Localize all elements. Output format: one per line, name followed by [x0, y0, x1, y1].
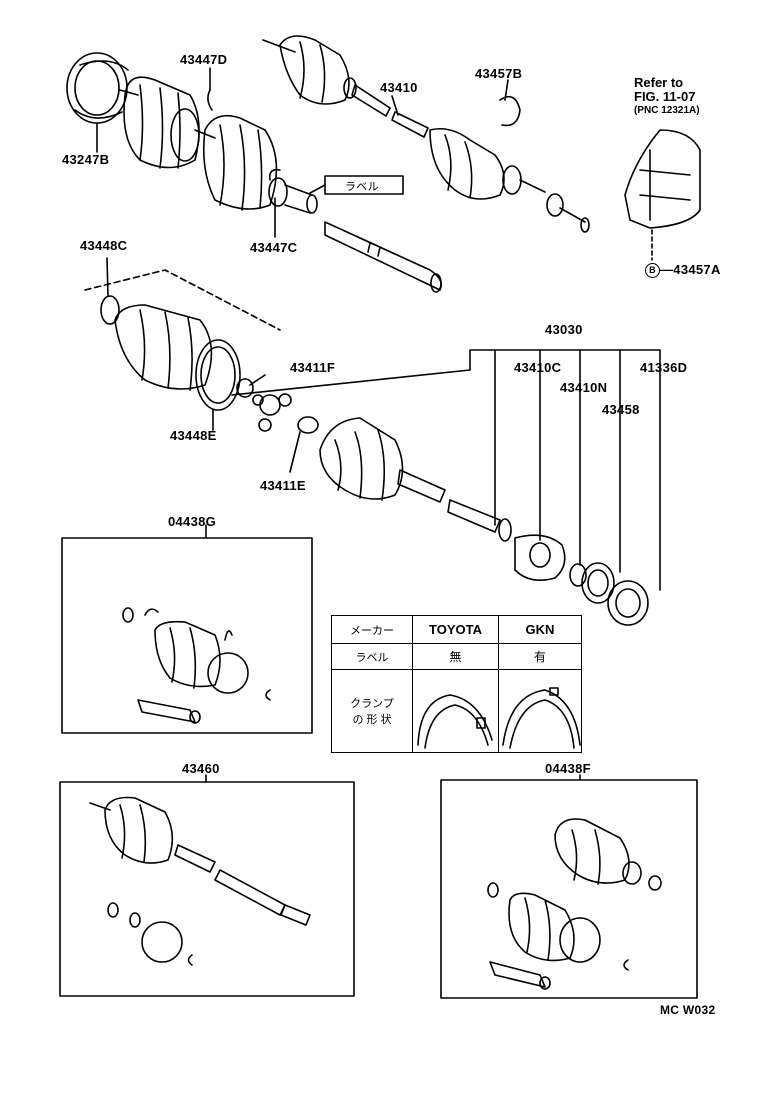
group-43030-leaders	[469, 349, 661, 591]
box-43460	[59, 774, 355, 997]
reference-line-3: (PNC 12321A)	[634, 105, 700, 116]
table-toyota-header: TOYOTA	[412, 615, 499, 644]
maker-spec-table: メーカー TOYOTA GKN ラベル 無 有 クランプ の 形 状	[331, 615, 582, 753]
part-label-41336D: 41336D	[640, 360, 688, 375]
inner-joint-shaft	[231, 369, 649, 626]
part-label-43411F: 43411F	[290, 360, 336, 375]
part-label-43457B: 43457B	[475, 66, 523, 81]
part-label-43411E: 43411E	[260, 478, 306, 493]
part-label-43460: 43460	[182, 761, 220, 776]
part-label-43247B: 43247B	[62, 152, 110, 167]
label-tag-box	[324, 175, 404, 195]
table-gkn-header: GKN	[498, 615, 582, 644]
table-maker-header: メーカー	[331, 615, 413, 644]
reference-note: Refer to FIG. 11-07 (PNC 12321A)	[634, 76, 700, 118]
leader-lines	[96, 67, 509, 473]
table-clamp-row-line-1: クランプ	[350, 698, 394, 710]
table-clamp-row-line-2: の 形 状	[352, 714, 392, 726]
bracket-reference	[624, 129, 701, 261]
outer-joint-assembly-top	[66, 52, 443, 293]
part-label-43447D: 43447D	[180, 52, 228, 67]
part-label-43448C: 43448C	[80, 238, 128, 253]
box-04438G	[61, 524, 313, 734]
shaft-assembly-43410	[262, 35, 590, 233]
part-label-43410N: 43410N	[560, 380, 608, 395]
part-label-43448E: 43448E	[170, 428, 217, 443]
part-label-43458: 43458	[602, 402, 640, 417]
reference-line-1: Refer to	[634, 75, 684, 90]
table-gkn-clamp	[498, 669, 582, 753]
table-gkn-label: 有	[498, 643, 582, 670]
part-label-43030: 43030	[545, 322, 583, 337]
reference-b-mark: B	[645, 263, 660, 279]
part-label-04438G: 04438G	[168, 514, 217, 529]
part-label-43410: 43410	[380, 80, 418, 95]
table-label-row: ラベル	[331, 643, 413, 670]
inner-boot-assembly	[84, 269, 319, 434]
reference-line-2: FIG. 11-07	[634, 89, 696, 104]
diagram-code: MC W032	[660, 1003, 716, 1017]
part-label-43457A: B—43457A	[645, 262, 721, 279]
table-toyota-label: 無	[412, 643, 499, 670]
part-label-43447C: 43447C	[250, 240, 298, 255]
table-clamp-row: クランプ の 形 状	[331, 669, 413, 753]
box-04438F	[440, 774, 698, 999]
part-label-04438F: 04438F	[545, 761, 591, 776]
label-tag-text: ラベル	[345, 181, 379, 193]
part-label-43457A-text: —43457A	[660, 262, 721, 277]
part-label-43410C: 43410C	[514, 360, 562, 375]
table-toyota-clamp	[412, 669, 499, 753]
